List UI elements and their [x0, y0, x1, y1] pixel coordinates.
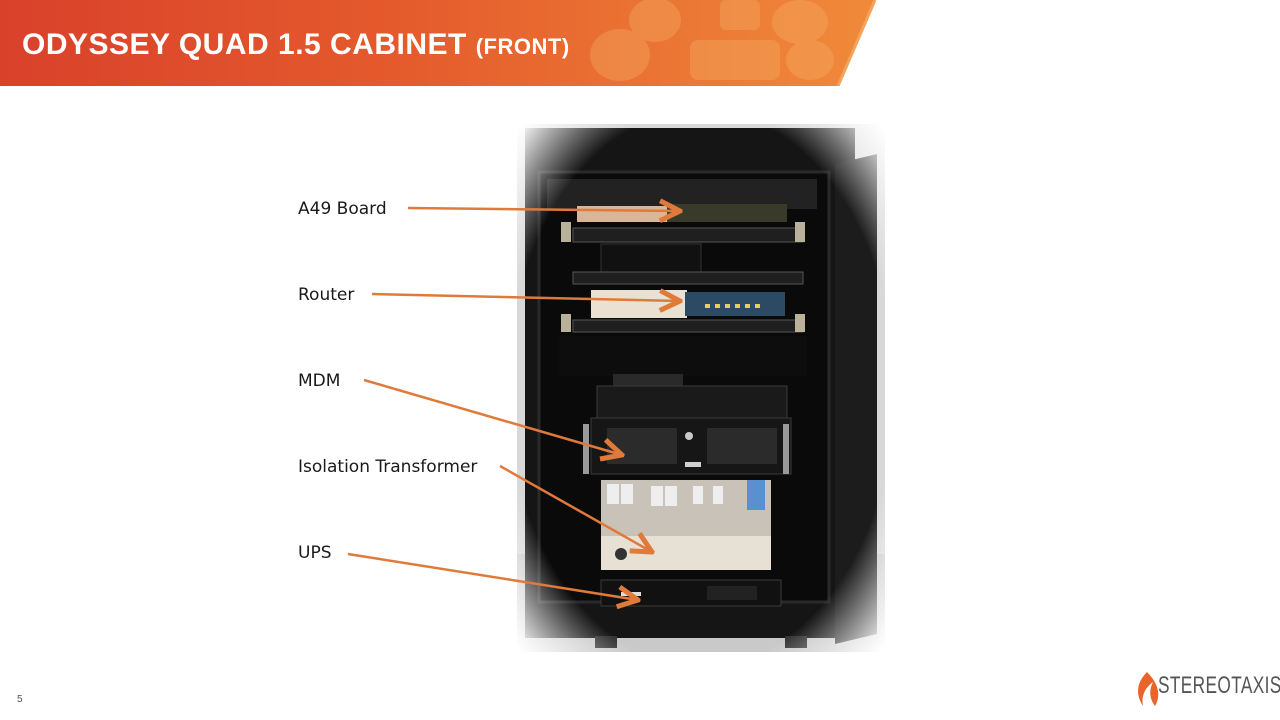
slide-title: ODYSSEY QUAD 1.5 CABINET (FRONT): [22, 28, 570, 62]
stereotaxis-logo-icon: [1138, 672, 1159, 706]
logo-text: STEREOTAXIS: [1158, 672, 1280, 699]
header-banner: ODYSSEY QUAD 1.5 CABINET (FRONT): [0, 0, 1280, 86]
arrow-a49-board: [407, 208, 680, 211]
banner-graphic: [0, 0, 877, 86]
label-router: Router: [298, 285, 355, 305]
arrow-mdm: [363, 378, 622, 455]
page-number: 5: [17, 694, 23, 705]
arrow-ups: [347, 552, 638, 600]
label-isolation-transformer: Isolation Transformer: [298, 457, 478, 477]
label-ups: UPS: [298, 543, 332, 563]
label-mdm: MDM: [298, 371, 341, 391]
arrow-isolation-transformer: [499, 464, 652, 552]
label-a49-board: A49 Board: [298, 199, 387, 219]
title-main: ODYSSEY QUAD 1.5 CABINET: [22, 28, 467, 61]
title-sub: (FRONT): [475, 34, 570, 59]
cabinet-photo: [517, 124, 885, 652]
arrow-router: [371, 294, 680, 301]
